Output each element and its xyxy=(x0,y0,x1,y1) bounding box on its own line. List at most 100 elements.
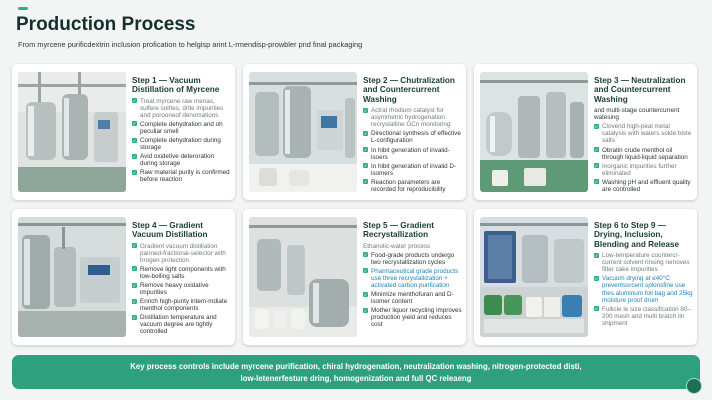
check-icon: ✓ xyxy=(363,130,368,136)
point-text: In hibit generation of invalid-isoers xyxy=(371,146,450,161)
check-icon: ✓ xyxy=(363,107,368,113)
point-text: Pharmaceutical grade products use three … xyxy=(371,267,459,290)
step-3-point: ✓Inorganic impurities further eliminated xyxy=(594,163,694,177)
key-controls-banner: Key process controls include myrcene pur… xyxy=(12,355,700,389)
step-1-list: ✓Treat myrcene raw menas, sulfere soltte… xyxy=(132,98,232,184)
step-5-point: ✓Mother liquor recycling improves produc… xyxy=(363,307,463,328)
step-card-1: Step 1 — Vacuum Distillation of Myrcene … xyxy=(12,64,235,200)
step-4-point: ✓Remove light components with low-boilin… xyxy=(132,266,232,280)
point-text: Actral rhodium catalyst for asymmetric h… xyxy=(371,107,451,129)
check-icon: ✓ xyxy=(363,163,368,169)
check-icon: ✓ xyxy=(363,252,368,258)
step-2-photo xyxy=(249,72,357,192)
point-text: Complete dehydration during storage xyxy=(140,137,221,152)
step-3-list: and multi-stage countercurrent watesing✓… xyxy=(594,107,694,193)
point-text: Treat myrcene raw menas, sulfere solttes… xyxy=(140,97,224,119)
step-card-4: Step 4 — Gradient Vacuum Distillation ✓G… xyxy=(12,209,235,345)
step-2-point: ✓Reaction parameters are recorded for re… xyxy=(363,179,463,193)
step-4-point: ✓Gradient vacuum distillation panned-fra… xyxy=(132,243,232,264)
point-text: Remove heavy oxidative impurities xyxy=(140,282,209,297)
step-5-list: Ethanolic-water process ✓Food-grade produ… xyxy=(363,243,463,329)
step-2-point: ✓Actral rhodium catalyst for asymmetric … xyxy=(363,107,463,128)
step-2-point: ✓In hibit generation of invalid D-isomer… xyxy=(363,163,463,177)
step-1-point: ✓Complete dehydration and oh peculiar sm… xyxy=(132,121,232,135)
point-text: Complete dehydration and oh peculiar sme… xyxy=(140,120,223,136)
step-4-title: Step 4 — Gradient Vacuum Distillation xyxy=(132,221,208,240)
step-1-point: ✓Treat myrcene raw menas, sulfere soltte… xyxy=(132,98,232,119)
check-icon: ✓ xyxy=(132,282,137,288)
step-card-3: Step 3 — Neutralization and Countercurre… xyxy=(474,64,697,200)
step-6-photo xyxy=(480,217,588,337)
check-icon: ✓ xyxy=(132,121,137,127)
step-5-title: Step 5 — Gradient Recrystallization xyxy=(363,221,434,240)
step-1-point: ✓Avid oxidetive deteroration during stor… xyxy=(132,153,232,167)
check-icon: ✓ xyxy=(594,179,599,185)
point-text: Washing pH and effluent quality are cont… xyxy=(602,178,691,193)
step-5-point: ✓Food-grade products undergo two recryst… xyxy=(363,252,463,266)
step-card-6: Step 6 to Step 9 — Drying, Inclusion, Bl… xyxy=(474,209,697,345)
step-card-5: Step 5 — Gradient Recrystallization Etha… xyxy=(243,209,466,345)
point-text: Raw material purity is confirmed before … xyxy=(140,169,230,184)
title-accent-bar xyxy=(18,7,28,10)
check-icon: ✓ xyxy=(594,252,599,258)
step-4-list: ✓Gradient vacuum distillation panned-fra… xyxy=(132,243,232,336)
step-2-point: ✓Directional synthesis of effective L-co… xyxy=(363,130,463,144)
point-text: Gradient vacuum distillation panned-frac… xyxy=(140,242,226,264)
check-icon: ✓ xyxy=(363,291,368,297)
point-text: In hibit generation of invalid D-isomers xyxy=(371,162,457,177)
step-6-title: Step 6 to Step 9 — Drying, Inclusion, Bl… xyxy=(594,221,680,249)
point-text: Vacuum drying at ≤40°C preventssrcent sp… xyxy=(602,275,693,304)
point-text: Clovend high-peal metal catalysis with w… xyxy=(602,123,692,145)
step-2-list: ✓Actral rhodium catalyst for asymmetric … xyxy=(363,107,463,193)
check-icon: ✓ xyxy=(594,147,599,152)
step-3-point: ✓Obratin crude menthol oil through liqui… xyxy=(594,147,694,161)
step-2-point: ✓In hibit generation of invalid-isoers xyxy=(363,147,463,161)
banner-line-1: Key process controls include myrcene pur… xyxy=(130,362,582,371)
point-text: Directional synthesis of effective L-con… xyxy=(371,130,461,145)
step-6-point: ✓Low-temperature countercr- current solv… xyxy=(594,252,694,273)
point-text: and multi-stage countercurrent watesing xyxy=(594,107,680,122)
step-2-title: Step 2 — Chutralization and Countercurre… xyxy=(363,76,455,104)
point-text: Minimize menthofuran and D-isomer conten… xyxy=(371,291,454,306)
point-text: Distillation temperature and vacuum degr… xyxy=(140,314,217,336)
point-text: Inorganic impurities further eliminated xyxy=(602,162,677,177)
step-3-title: Step 3 — Neutralization and Countercurre… xyxy=(594,76,686,104)
point-text: Avid oxidetive deteroration during stora… xyxy=(140,153,215,168)
point-text: Obratin crude menthol oil through liquid… xyxy=(602,146,688,161)
step-4-point: ✓Enrich high-punty intem-mdiate menthol … xyxy=(132,298,232,312)
check-icon: ✓ xyxy=(132,298,137,304)
check-icon: ✓ xyxy=(132,137,137,143)
step-3-photo xyxy=(480,72,588,192)
step-6-point: ✓Fullicle le size classification 80–200 … xyxy=(594,306,694,327)
point-text: Reaction parameters are recorded for rep… xyxy=(371,178,446,193)
check-icon: ✓ xyxy=(594,123,599,129)
check-icon: ✓ xyxy=(594,306,599,312)
point-text: Enrich high-punty intem-mdiate menthol c… xyxy=(140,298,228,313)
step-1-title: Step 1 — Vacuum Distillation of Myrcene xyxy=(132,76,220,95)
check-icon: ✓ xyxy=(363,147,368,152)
point-text: Ethanolic-water process xyxy=(363,242,431,250)
step-4-photo xyxy=(18,217,126,337)
step-3-point: and multi-stage countercurrent watesing xyxy=(594,107,694,121)
check-icon: ✓ xyxy=(132,169,137,175)
step-card-2: Step 2 — Chutralization and Countercurre… xyxy=(243,64,466,200)
step-5-point: ✓Pharmaceutical grade products use three… xyxy=(363,268,463,289)
step-1-point: ✓Complete dehydration during storage xyxy=(132,137,232,151)
point-text: Low-temperature countercr- current solve… xyxy=(602,252,690,274)
point-text: Mother liquor recycling improves product… xyxy=(371,307,462,329)
page-title: Production Process xyxy=(16,14,196,35)
check-icon: ✓ xyxy=(132,314,137,320)
step-1-point: ✓Raw material purity is confirmed before… xyxy=(132,169,232,183)
check-icon: ✓ xyxy=(132,98,137,104)
step-3-point: ✓Washing pH and effluent quality are con… xyxy=(594,179,694,193)
check-icon: ✓ xyxy=(363,307,368,313)
step-5-point: Ethanolic-water process xyxy=(363,243,463,250)
step-3-point: ✓Clovend high-peal metal catalysis with … xyxy=(594,123,694,144)
check-icon: ✓ xyxy=(363,268,368,274)
check-icon: ✓ xyxy=(132,243,137,249)
check-icon: ✓ xyxy=(132,153,137,159)
point-text: Fullicle le size classification 80–200 m… xyxy=(602,305,691,327)
check-icon: ✓ xyxy=(132,266,137,272)
check-icon: ✓ xyxy=(594,163,599,169)
step-5-point: ✓Minimize menthofuran and D-isomer conte… xyxy=(363,291,463,305)
